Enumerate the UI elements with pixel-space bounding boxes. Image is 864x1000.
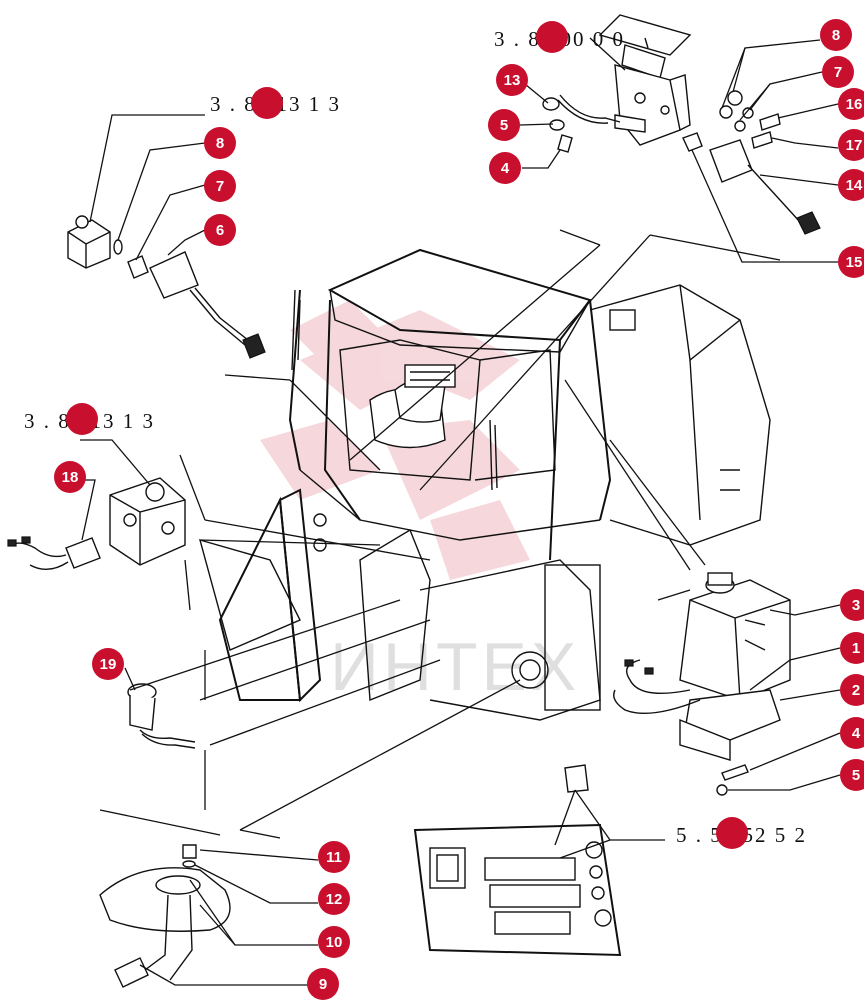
callout-number: 3 (852, 597, 860, 614)
callout-number: 13 (504, 72, 521, 89)
callout-18[interactable]: 18 (54, 461, 86, 493)
callout-17[interactable]: 17 (838, 129, 864, 161)
callout-12[interactable]: 12 (318, 883, 350, 915)
callout-7-top-left[interactable]: 7 (204, 170, 236, 202)
ref-badge-bottom-right (716, 817, 748, 849)
callout-9[interactable]: 9 (307, 968, 339, 1000)
callout-number: 5 (852, 767, 860, 784)
callout-number: 1 (852, 640, 860, 657)
callout-number: 9 (319, 976, 327, 993)
callout-number: 19 (100, 656, 117, 673)
callout-13-top[interactable]: 13 (496, 64, 528, 96)
callout-number: 7 (216, 178, 224, 195)
callout-8-top-left[interactable]: 8 (204, 127, 236, 159)
callout-number: 14 (846, 177, 863, 194)
callout-number: 8 (832, 27, 840, 44)
callout-number: 4 (501, 160, 510, 177)
callout-19[interactable]: 19 (92, 648, 124, 680)
callout-number: 10 (326, 934, 343, 951)
callout-number: 2 (852, 682, 860, 699)
callout-7-top-right[interactable]: 7 (822, 56, 854, 88)
callout-number: 18 (62, 469, 79, 486)
callout-3-right[interactable]: 3 (840, 589, 864, 621)
callout-number: 16 (846, 96, 863, 113)
ref-badge-top-right (536, 21, 568, 53)
fuel-sender-assembly (99, 844, 231, 988)
callout-5-top[interactable]: 5 (488, 109, 520, 141)
callout-number: 7 (834, 64, 842, 81)
callout-number: 6 (216, 222, 224, 239)
callout-4-top[interactable]: 4 (489, 152, 521, 184)
callout-11[interactable]: 11 (318, 841, 350, 873)
callout-5-right[interactable]: 5 (840, 759, 864, 791)
callout-1-right[interactable]: 1 (840, 632, 864, 664)
callout-6-top-left[interactable]: 6 (204, 214, 236, 246)
pedal-valve-assembly (542, 14, 692, 153)
callout-10[interactable]: 10 (318, 926, 350, 958)
pressure-switch-left-top (67, 215, 266, 359)
callout-4-right[interactable]: 4 (840, 717, 864, 749)
callout-2-right[interactable]: 2 (840, 674, 864, 706)
callout-number: 4 (852, 725, 861, 742)
ref-badge-mid-left (66, 403, 98, 435)
callout-15[interactable]: 15 (838, 246, 864, 278)
callout-number: 17 (846, 137, 863, 154)
callout-number: 11 (326, 849, 342, 866)
control-panel (413, 764, 622, 957)
callout-number: 12 (326, 891, 343, 908)
callout-number: 8 (216, 135, 224, 152)
plug-part-19 (127, 683, 196, 749)
callout-number: 15 (846, 254, 863, 271)
callout-8-top-right[interactable]: 8 (820, 19, 852, 51)
callout-number: 5 (500, 117, 508, 134)
switch-kit-right (682, 90, 821, 235)
reservoir-assembly (613, 572, 791, 796)
callout-14[interactable]: 14 (838, 169, 864, 201)
ref-badge-top-left (251, 87, 283, 119)
pressure-switch-left-mid (7, 477, 186, 570)
watermark-text: ИНТЕХ (330, 629, 580, 705)
callout-16[interactable]: 16 (838, 88, 864, 120)
